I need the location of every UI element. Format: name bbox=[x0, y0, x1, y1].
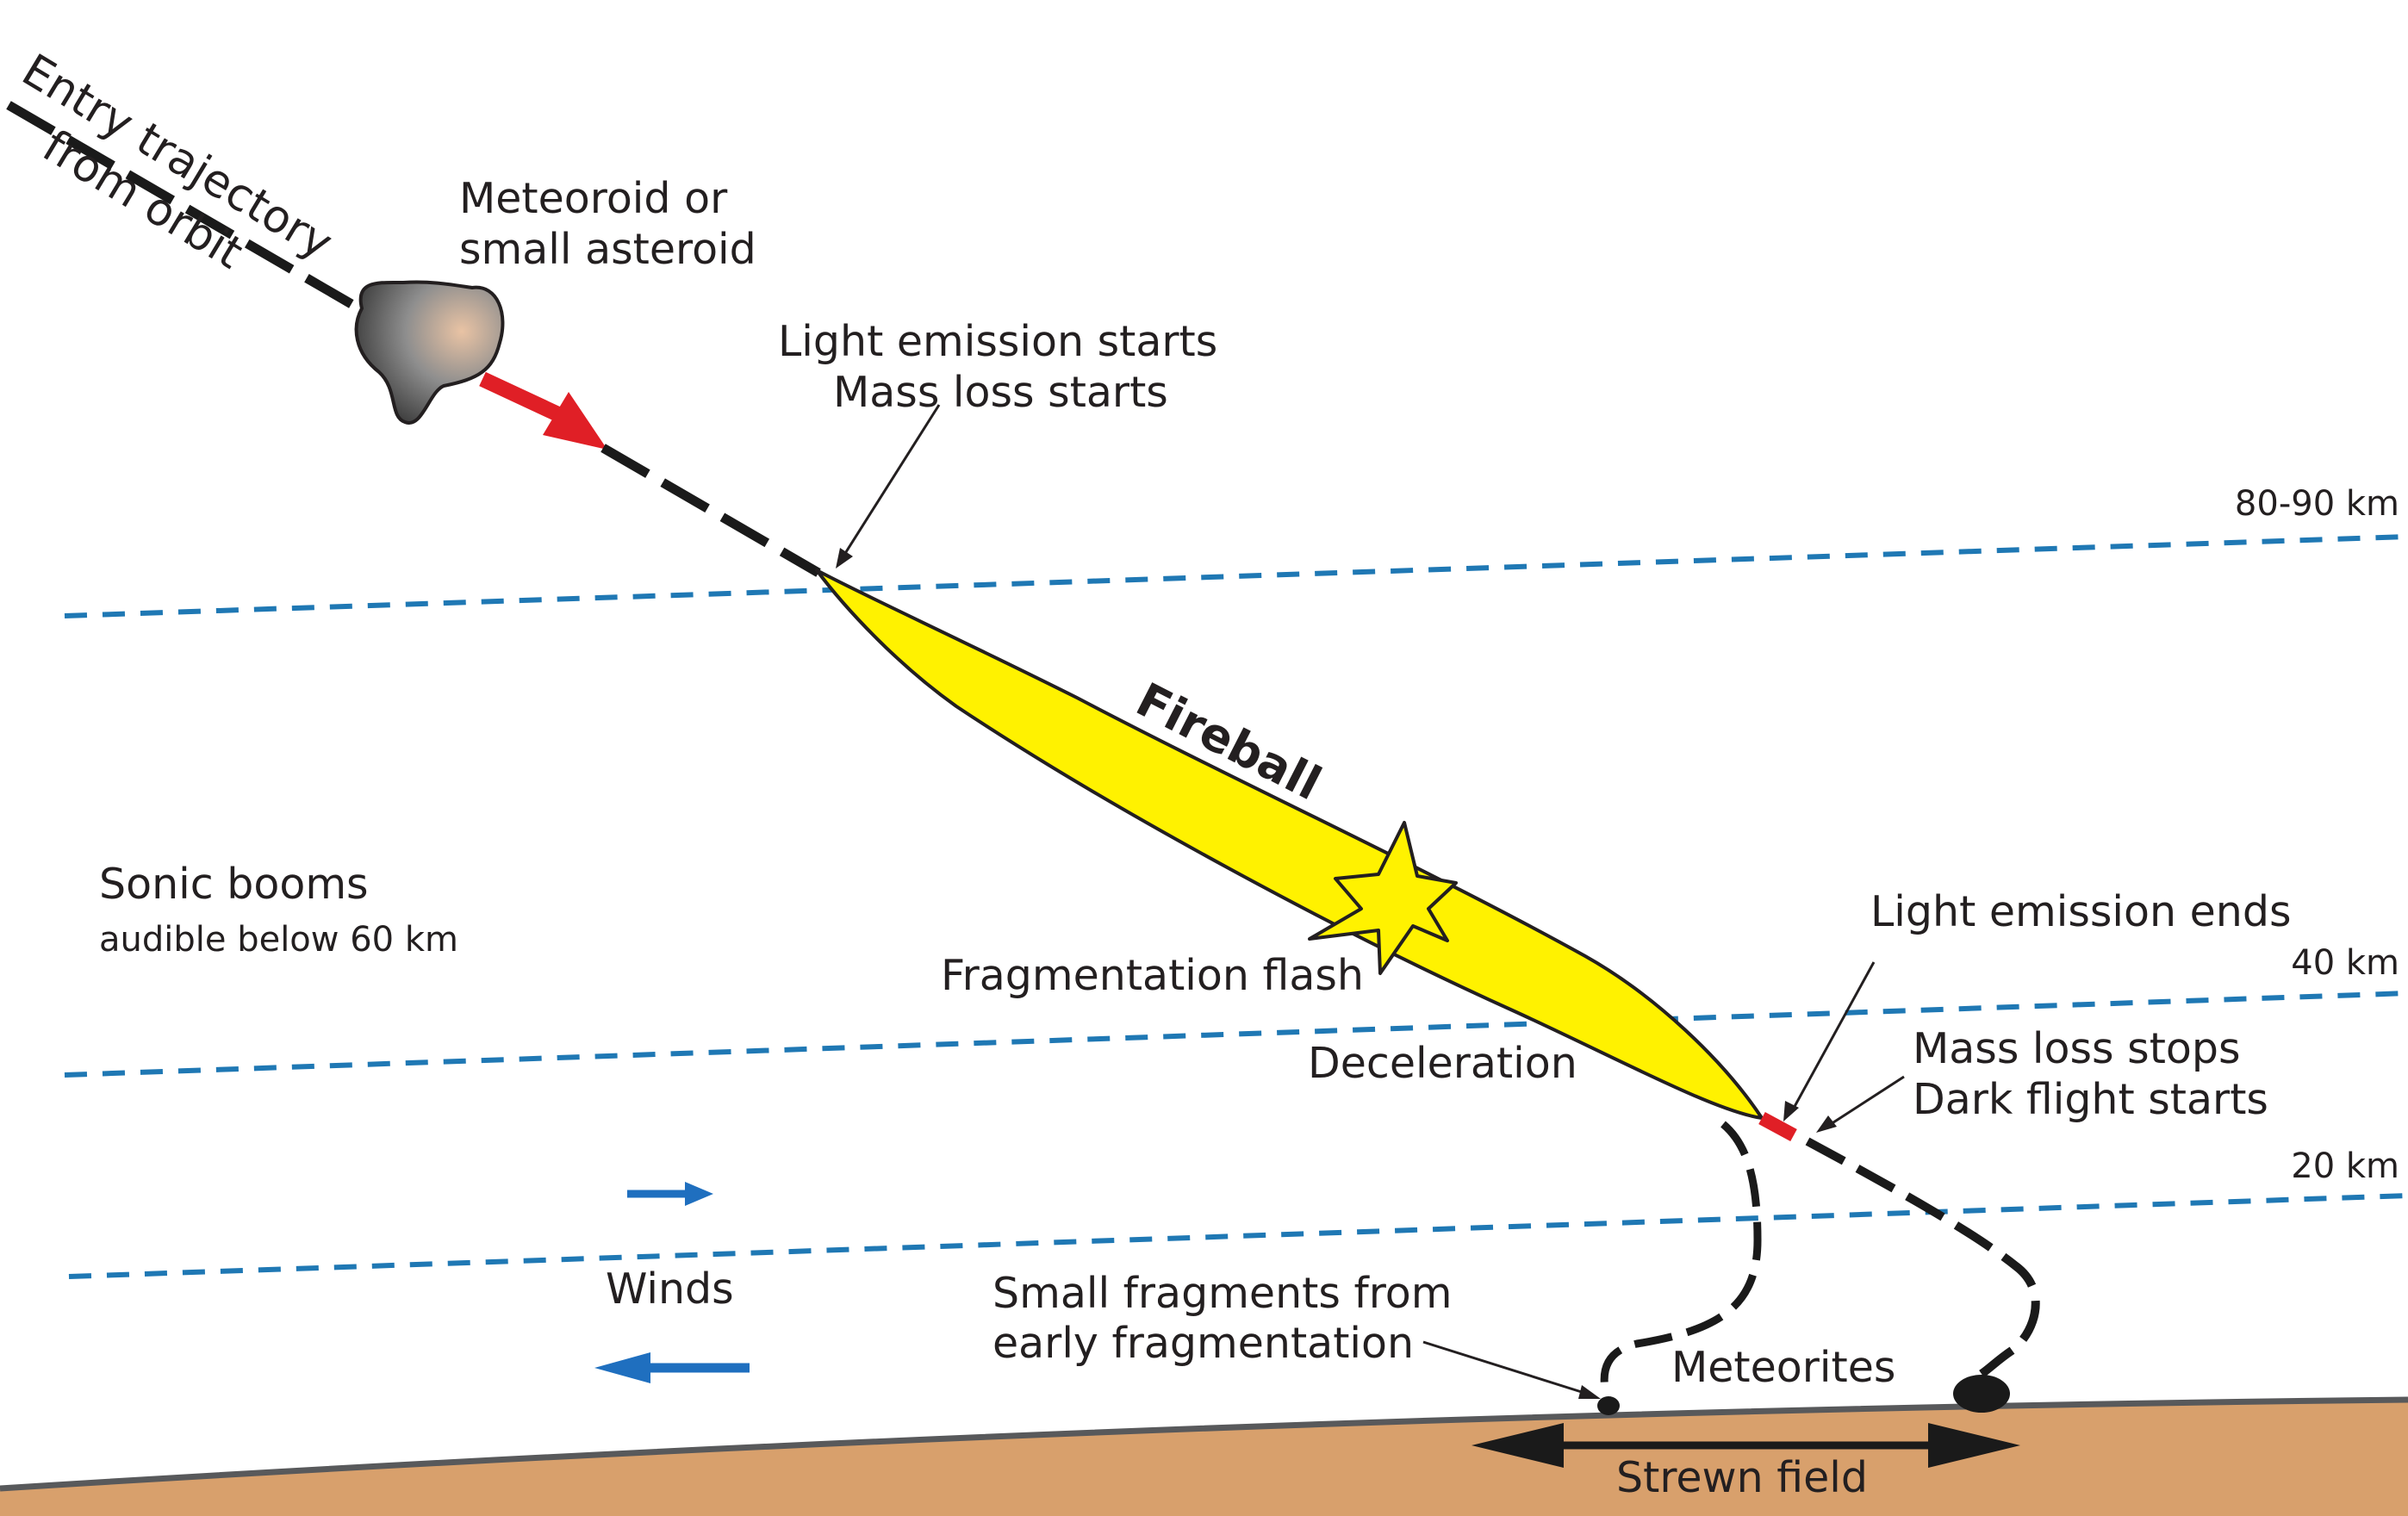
meteoroid-label-2: small asteroid bbox=[459, 225, 756, 274]
dark-flight-starts-label: Dark flight starts bbox=[1913, 1075, 2268, 1124]
meteoroid-label-1: Meteoroid or bbox=[459, 174, 728, 223]
sonic-booms-label: Sonic booms bbox=[99, 860, 369, 909]
dark-flight-path-main bbox=[1805, 1137, 2040, 1378]
leader-light-start bbox=[843, 404, 941, 556]
leader-light-end-head bbox=[1783, 1101, 1799, 1121]
leader-light-end bbox=[1790, 961, 1876, 1112]
light-emission-end-segment bbox=[1758, 1111, 1797, 1142]
meteoroid-icon bbox=[354, 280, 505, 425]
altitude-label-80-90km: 80-90 km bbox=[2235, 484, 2399, 524]
leader-dark-flight-head bbox=[1816, 1115, 1837, 1133]
leader-dark-flight bbox=[1830, 1075, 1905, 1126]
meteorite-large-icon bbox=[1953, 1375, 2010, 1413]
mass-loss-stops-label: Mass loss stops bbox=[1913, 1024, 2241, 1073]
altitude-line-40km bbox=[64, 991, 2408, 1078]
light-emission-starts-label: Light emission starts bbox=[778, 317, 1217, 366]
fireball-streak bbox=[815, 568, 1764, 1120]
sonic-booms-sub-label: audible below 60 km bbox=[99, 920, 458, 960]
winds-label: Winds bbox=[606, 1264, 734, 1314]
altitude-label-20km: 20 km bbox=[2291, 1146, 2399, 1186]
ground bbox=[0, 1400, 2408, 1516]
wind-arrow-upper-icon bbox=[685, 1182, 713, 1206]
leader-small-fragments-head bbox=[1578, 1385, 1601, 1399]
velocity-arrow-head bbox=[543, 392, 607, 450]
dark-flight-path-small bbox=[1600, 1121, 1762, 1401]
mass-loss-starts-label: Mass loss starts bbox=[833, 368, 1168, 417]
altitude-line-20km bbox=[68, 1193, 2408, 1279]
ground-surface-line bbox=[0, 1396, 2408, 1492]
meteorites-label: Meteorites bbox=[1671, 1343, 1895, 1392]
entry-trajectory-lower bbox=[600, 444, 821, 577]
light-emission-ends-label: Light emission ends bbox=[1870, 887, 2291, 936]
altitude-line-80-90km bbox=[64, 534, 2408, 618]
small-fragments-label-1: Small fragments from bbox=[992, 1269, 1452, 1318]
wind-arrow-lower-icon bbox=[594, 1352, 650, 1383]
strewn-field-arrow-right-icon bbox=[1928, 1423, 2020, 1468]
strewn-field-arrow-left-icon bbox=[1472, 1423, 1564, 1468]
meteorite-small-icon bbox=[1597, 1396, 1620, 1415]
fragmentation-flash-label: Fragmentation flash bbox=[941, 951, 1364, 1000]
strewn-field-label: Strewn field bbox=[1616, 1453, 1868, 1502]
leader-light-start-head bbox=[836, 548, 853, 568]
velocity-arrow-shaft bbox=[479, 371, 563, 423]
leader-small-fragments bbox=[1422, 1340, 1588, 1395]
fragmentation-flash-star-icon bbox=[1308, 821, 1458, 975]
altitude-label-40km: 40 km bbox=[2291, 943, 2399, 983]
deceleration-label: Deceleration bbox=[1308, 1039, 1577, 1088]
small-fragments-label-2: early fragmentation bbox=[992, 1319, 1414, 1368]
